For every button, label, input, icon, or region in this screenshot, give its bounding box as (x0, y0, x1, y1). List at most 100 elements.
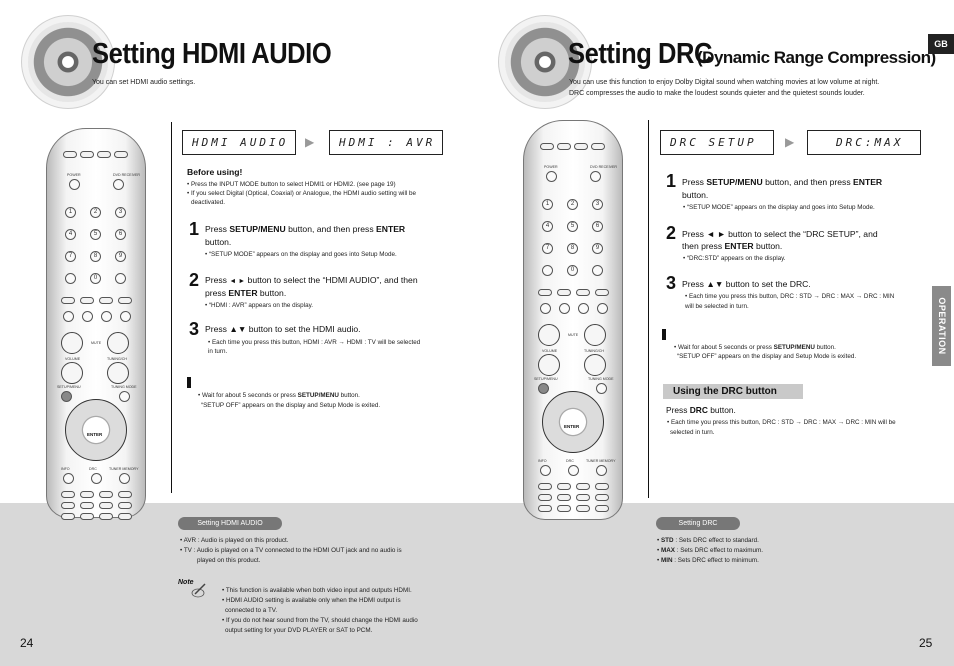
footer-item: • TV : Audio is played on a TV connected… (180, 547, 402, 554)
setup-menu-button (538, 383, 549, 394)
playback-button (540, 303, 551, 314)
mo-st-button (115, 273, 126, 284)
lcd-display-2: DRC:MAX (807, 130, 921, 155)
number-key: 2 (567, 199, 578, 210)
number-key: 8 (567, 243, 578, 254)
function-button (61, 513, 75, 520)
step-sub: • “SETUP MODE” appears on the display an… (683, 204, 875, 211)
enter-label: ENTER (564, 424, 580, 429)
step-sub: • Each time you press this button, HDMI … (208, 339, 421, 346)
function-button (538, 494, 552, 501)
note-item: • This function is available when both v… (222, 587, 412, 594)
playback-button (63, 311, 74, 322)
page-number: 25 (919, 636, 933, 650)
note-item: • HDMI AUDIO setting is available only w… (222, 597, 401, 604)
tuning-label: TUNING/CH (107, 357, 127, 361)
step-text: Press SETUP/MENU button, and then press … (682, 177, 883, 187)
number-key: 4 (65, 229, 76, 240)
sleep-button (542, 265, 553, 276)
mode-button (63, 151, 77, 158)
volume-down-button (538, 354, 560, 376)
function-button (99, 502, 113, 509)
playback-button (597, 303, 608, 314)
divider-line (648, 120, 649, 498)
function-button (99, 491, 113, 498)
number-key: 9 (115, 251, 126, 262)
function-button (80, 502, 94, 509)
function-button (538, 505, 552, 512)
exit-text: • Wait for about 5 seconds or press SETU… (198, 392, 360, 399)
number-key: 6 (592, 221, 603, 232)
step-sub: • “HDMI : AVR” appears on the display. (205, 302, 314, 309)
arrow-right-icon: ▶ (305, 135, 315, 149)
function-button (595, 483, 609, 490)
divider-line (171, 122, 172, 493)
function-button (557, 483, 571, 490)
exit-text: “SETUP OFF” appears on the display and S… (677, 353, 857, 360)
playback-button (578, 303, 589, 314)
disc-ring (499, 16, 591, 108)
dvd-receiver-label: DVD RECEIVER (113, 173, 140, 177)
tuner-memory-label: TUNER MEMORY (109, 467, 139, 471)
tuning-mode-button (596, 383, 607, 394)
transport-button (61, 297, 75, 304)
dvd-receiver-button (590, 171, 601, 182)
note-item: • If you do not hear sound from the TV, … (222, 617, 418, 624)
step-number: 1 (189, 219, 200, 239)
step-sub: will be selected in turn. (685, 303, 749, 310)
page-subtitle: (Dynamic Range Compression) (697, 48, 936, 67)
setup-menu-label: SETUP/MENU (57, 385, 81, 389)
exit-text: • Wait for about 5 seconds or press SETU… (674, 344, 836, 351)
intro-text: You can use this function to enjoy Dolby… (569, 79, 880, 86)
tuner-memory-label: TUNER MEMORY (586, 459, 616, 463)
number-key: 0 (90, 273, 101, 284)
drc-button (568, 465, 579, 476)
function-button (118, 502, 132, 509)
volume-up-button (61, 332, 83, 354)
section-marker (187, 377, 191, 388)
number-key: 4 (542, 221, 553, 232)
tuning-down-button (584, 354, 606, 376)
function-button (61, 491, 75, 498)
function-button (118, 513, 132, 520)
disc-icon (28, 22, 108, 102)
footer-pill: Setting DRC (656, 517, 740, 530)
step-sub: • “DRC:STD” appears on the display. (683, 255, 786, 262)
number-key: 3 (592, 199, 603, 210)
number-key: 5 (90, 229, 101, 240)
drc-label: DRC (566, 459, 574, 463)
transport-button (595, 289, 609, 296)
step-text: button. (205, 237, 232, 247)
step-number: 1 (666, 171, 677, 191)
step-text: Press ◄ ► button to select the “HDMI AUD… (205, 275, 418, 285)
exit-text: “SETUP OFF” appears on the display and S… (201, 402, 381, 409)
transport-button (80, 297, 94, 304)
navigation-ring (65, 399, 127, 461)
enter-label: ENTER (87, 432, 103, 437)
transport-button (99, 297, 113, 304)
lcd-display-1: HDMI AUDIO (182, 130, 296, 155)
mode-button (574, 143, 588, 150)
dvd-receiver-button (113, 179, 124, 190)
number-key: 5 (567, 221, 578, 232)
footer-item: • MIN : Sets DRC effect to minimum. (657, 557, 759, 564)
volume-label: VOLUME (65, 357, 81, 361)
power-button (546, 171, 557, 182)
step-number: 3 (666, 273, 677, 293)
section-heading: Using the DRC button (663, 384, 803, 399)
setup-menu-button (61, 391, 72, 402)
lcd-display-1: DRC SETUP (660, 130, 774, 155)
page-title: Setting HDMI AUDIO (92, 38, 332, 70)
transport-button (538, 289, 552, 296)
number-key: 2 (90, 207, 101, 218)
playback-button (101, 311, 112, 322)
footer-pill: Setting HDMI AUDIO (178, 517, 282, 530)
mute-label: MUTE (568, 333, 579, 337)
number-key: 3 (115, 207, 126, 218)
tuning-mode-button (119, 391, 130, 402)
note-item: connected to a TV. (225, 607, 278, 614)
intro-text: DRC compresses the audio to make the lou… (569, 90, 865, 97)
number-key: 6 (115, 229, 126, 240)
playback-button (82, 311, 93, 322)
